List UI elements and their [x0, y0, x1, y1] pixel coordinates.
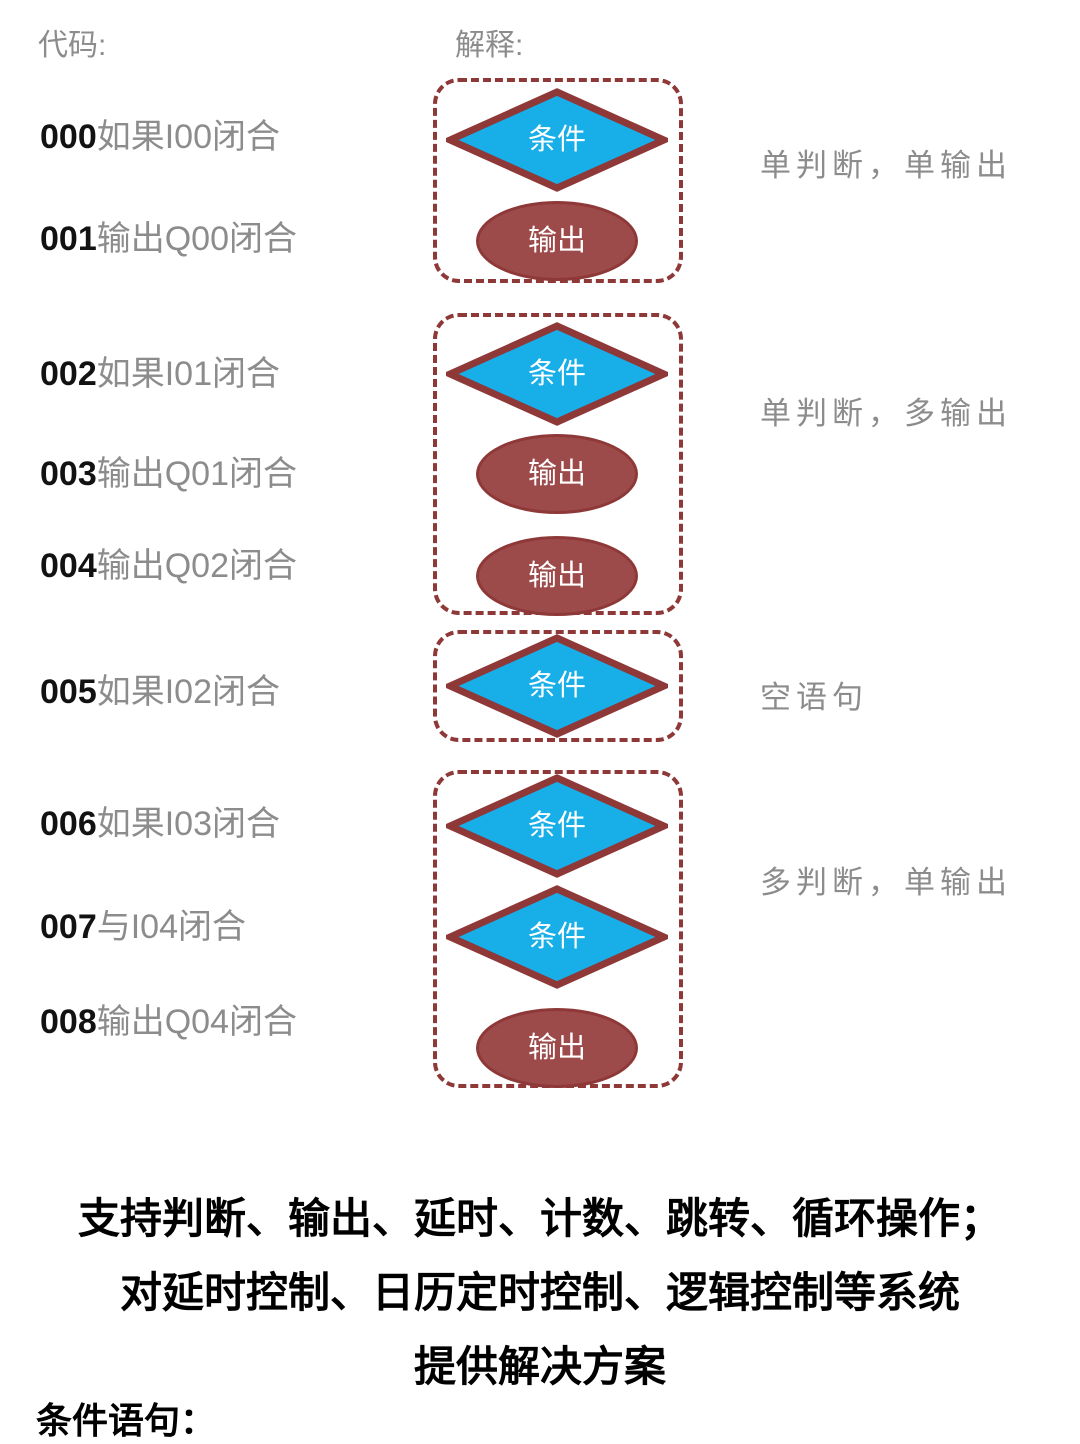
code-line-text: 如果I01闭合	[96, 355, 280, 393]
output-ellipse: 输出	[476, 536, 638, 616]
code-line-text: 如果I00闭合	[96, 118, 280, 156]
code-line-text: 输出Q04闭合	[96, 1003, 297, 1041]
output-ellipse: 输出	[476, 1008, 638, 1088]
output-ellipse-label: 输出	[527, 224, 586, 257]
condition-diamond: 条件	[446, 634, 668, 738]
code-line: 007与I04闭合	[40, 910, 246, 944]
condition-diamond-label: 条件	[527, 669, 586, 702]
condition-diamond: 条件	[446, 885, 668, 989]
code-line-text: 输出Q01闭合	[96, 455, 297, 493]
summary-line: 提供解决方案	[413, 1343, 666, 1390]
code-line: 008输出Q04闭合	[40, 1005, 297, 1039]
output-ellipse-label: 输出	[527, 559, 586, 592]
condition-diamond: 条件	[446, 322, 668, 426]
condition-diamond-label: 条件	[527, 357, 586, 390]
code-line-number: 004	[40, 547, 97, 585]
code-line-number: 006	[40, 805, 97, 843]
group-dashed-box	[433, 78, 683, 283]
code-line-number: 007	[40, 908, 97, 946]
code-line-number: 000	[40, 118, 97, 156]
explanation-column-header: 解释:	[455, 29, 524, 62]
condition-diamond: 条件	[446, 88, 668, 192]
output-ellipse: 输出	[476, 201, 638, 281]
code-line-text: 与I04闭合	[96, 908, 246, 946]
code-line: 000如果I00闭合	[40, 120, 280, 154]
code-column-header: 代码:	[38, 29, 107, 62]
group-dashed-box	[433, 630, 683, 742]
group-explanation-label: 空语句	[760, 680, 868, 715]
summary-line: 对延时控制、日历定时控制、逻辑控制等系统	[119, 1269, 960, 1316]
group-explanation-label: 多判断，单输出	[760, 865, 1012, 900]
code-line-text: 输出Q02闭合	[96, 547, 297, 585]
output-ellipse-label: 输出	[527, 457, 586, 490]
code-line-number: 005	[40, 673, 97, 711]
output-ellipse: 输出	[476, 434, 638, 514]
condition-diamond-label: 条件	[527, 123, 586, 156]
code-line: 005如果I02闭合	[40, 675, 280, 709]
code-line: 004输出Q02闭合	[40, 549, 297, 583]
code-line-text: 如果I02闭合	[96, 673, 280, 711]
code-line-text: 如果I03闭合	[96, 805, 280, 843]
group-explanation-label: 单判断，多输出	[760, 396, 1012, 431]
footer-section-label: 条件语句：	[36, 1400, 217, 1441]
condition-diamond: 条件	[446, 774, 668, 878]
group-explanation-label: 单判断，单输出	[760, 148, 1012, 183]
code-line-number: 002	[40, 355, 97, 393]
output-ellipse-label: 输出	[527, 1031, 586, 1064]
code-line-number: 003	[40, 455, 97, 493]
code-line: 003输出Q01闭合	[40, 457, 297, 491]
condition-diamond-label: 条件	[527, 920, 586, 953]
code-line: 001输出Q00闭合	[40, 222, 297, 256]
code-line-number: 001	[40, 220, 97, 258]
condition-diamond-label: 条件	[527, 809, 586, 842]
code-line-number: 008	[40, 1003, 97, 1041]
code-line-text: 输出Q00闭合	[96, 220, 297, 258]
summary-line: 支持判断、输出、延时、计数、跳转、循环操作；	[77, 1195, 1002, 1242]
code-line: 002如果I01闭合	[40, 357, 280, 391]
code-line: 006如果I03闭合	[40, 807, 280, 841]
